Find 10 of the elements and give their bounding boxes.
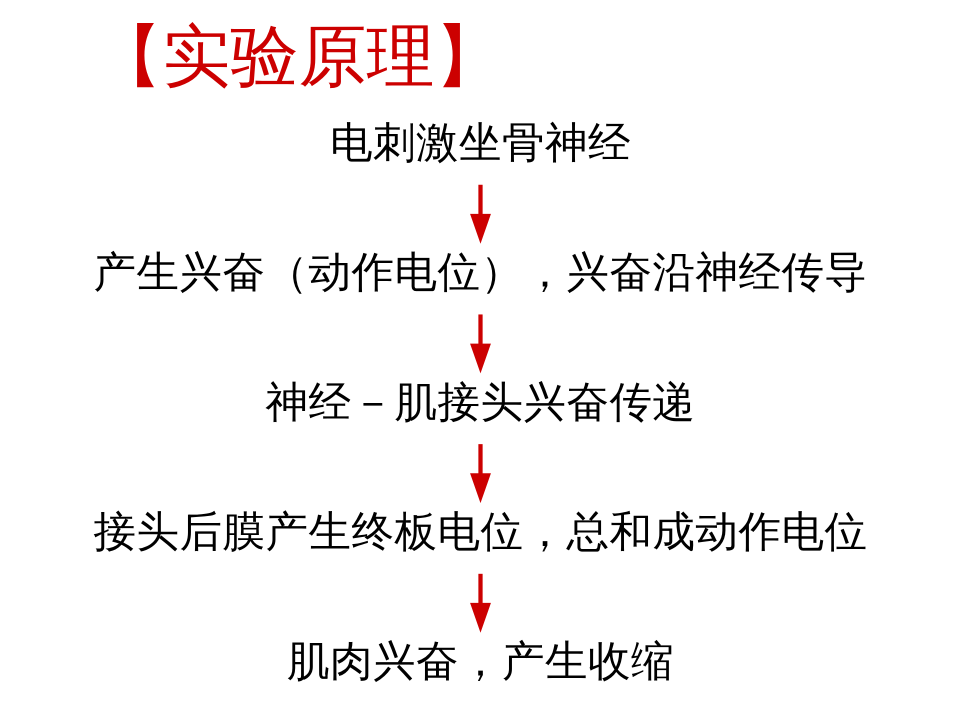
node-text: 肌肉兴奋，产生收缩 xyxy=(286,638,674,687)
arrow xyxy=(470,184,490,244)
arrow xyxy=(470,574,490,633)
arrow xyxy=(470,314,490,374)
node-text: 接头后膜产生终板电位，总和成动作电位 xyxy=(93,508,867,558)
node-text: 神经－肌接头兴奋传递 xyxy=(265,378,695,428)
node-text: 电刺激坐骨神经 xyxy=(330,118,630,168)
diagram-title: 【实验原理】 xyxy=(94,18,502,97)
arrow xyxy=(470,444,490,504)
node-text: 产生兴奋（动作电位），兴奋沿神经传导 xyxy=(93,248,867,298)
